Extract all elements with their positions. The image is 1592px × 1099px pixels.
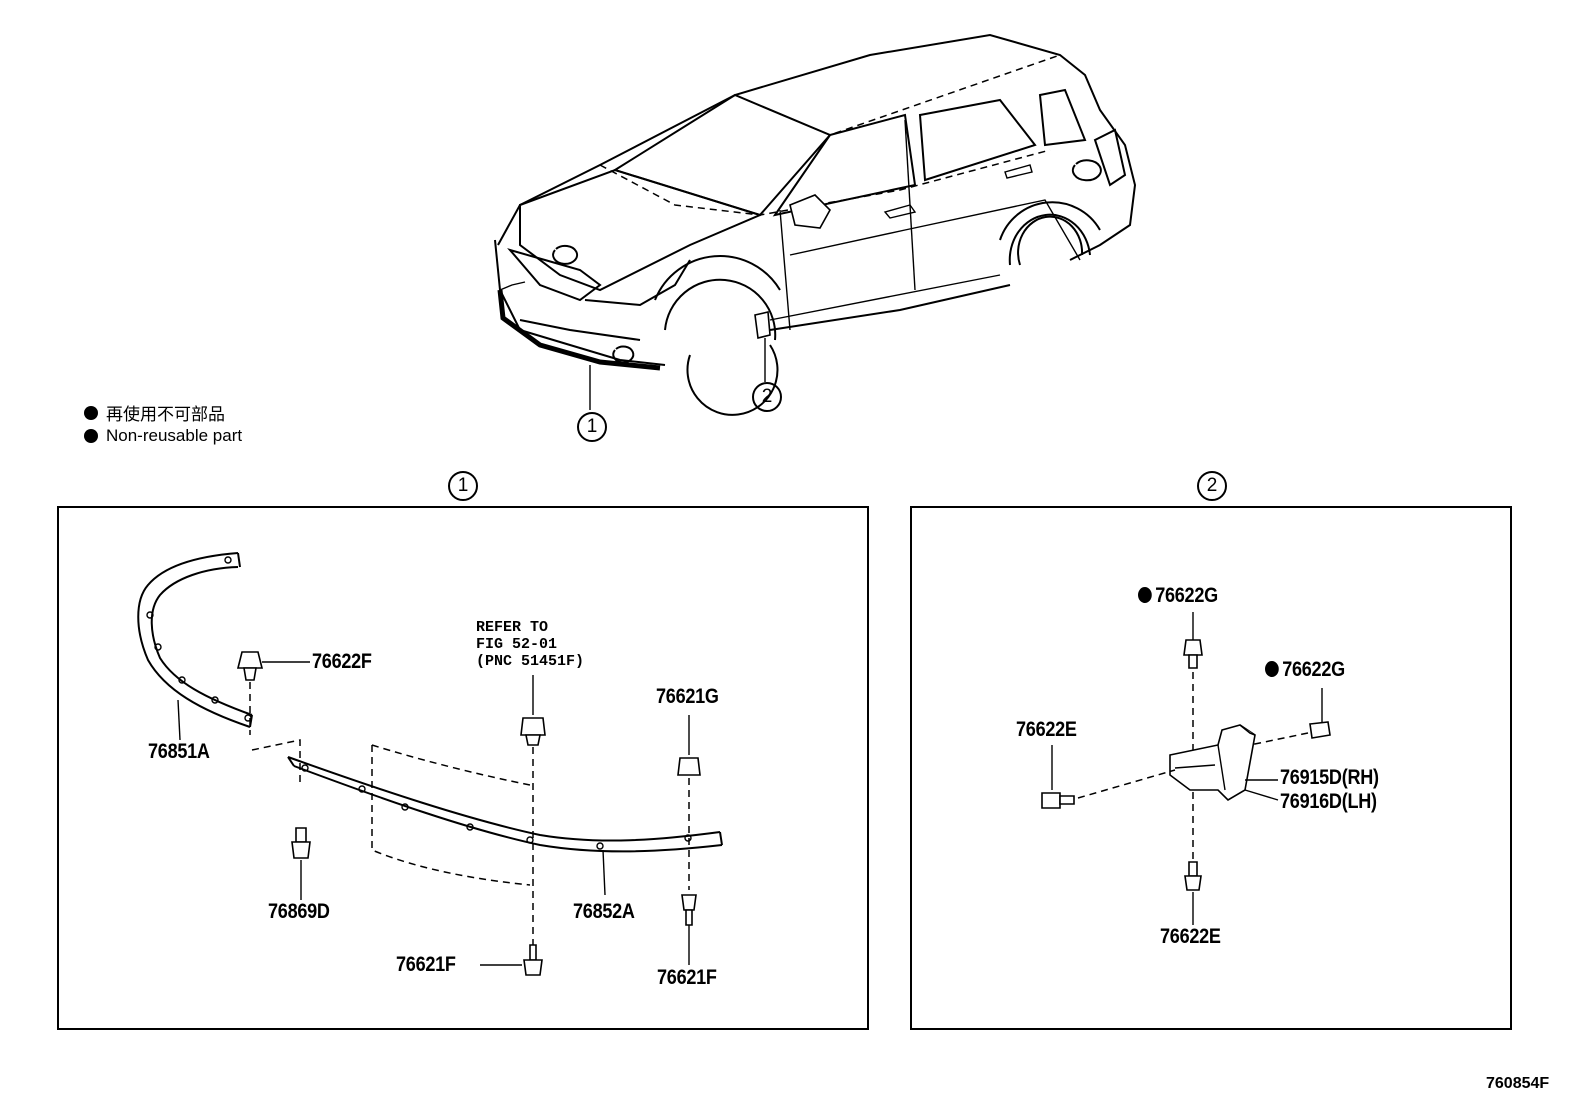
- part-label-76621F-center[interactable]: 76621F: [396, 953, 456, 976]
- part-label-76869D[interactable]: 76869D: [268, 900, 330, 923]
- part-label-76621G[interactable]: 76621G: [656, 685, 719, 708]
- part-number: 76622G: [1282, 658, 1345, 681]
- part-label-76851A[interactable]: 76851A: [148, 740, 210, 763]
- part-label-76621F-right[interactable]: 76621F: [657, 966, 717, 989]
- non-reusable-icon: [1265, 661, 1279, 677]
- part-label-76622E-left[interactable]: 76622E: [1016, 718, 1077, 741]
- panel-2-title: 2: [1197, 471, 1227, 501]
- panel-1-title: 1: [448, 471, 478, 501]
- legend-item-en: Non-reusable part: [84, 426, 242, 446]
- part-label-76622F[interactable]: 76622F: [312, 650, 372, 673]
- part-number: 76622G: [1155, 584, 1218, 607]
- figure-id: 760854F: [1486, 1075, 1550, 1092]
- panel-2: [910, 506, 1512, 1030]
- part-label-76622G-right[interactable]: 76622G: [1265, 658, 1345, 682]
- part-label-76852A[interactable]: 76852A: [573, 900, 635, 923]
- callout-2[interactable]: 2: [752, 382, 782, 412]
- bullet-icon: [84, 429, 98, 443]
- legend-text-jp: 再使用不可部品: [106, 405, 225, 424]
- callout-1[interactable]: 1: [577, 412, 607, 442]
- legend-text-en: Non-reusable part: [106, 426, 243, 445]
- bullet-icon: [84, 405, 98, 420]
- part-label-76622G-top[interactable]: 76622G: [1138, 584, 1218, 608]
- part-label-76622E-bottom[interactable]: 76622E: [1160, 925, 1221, 948]
- legend-item-jp: 再使用不可部品: [84, 400, 225, 425]
- panel-1: [57, 506, 869, 1030]
- non-reusable-icon: [1138, 587, 1152, 603]
- part-label-76915D[interactable]: 76915D(RH): [1280, 766, 1379, 789]
- refer-note[interactable]: REFER TO FIG 52-01 (PNC 51451F): [476, 619, 585, 670]
- part-label-76916D[interactable]: 76916D(LH): [1280, 790, 1377, 813]
